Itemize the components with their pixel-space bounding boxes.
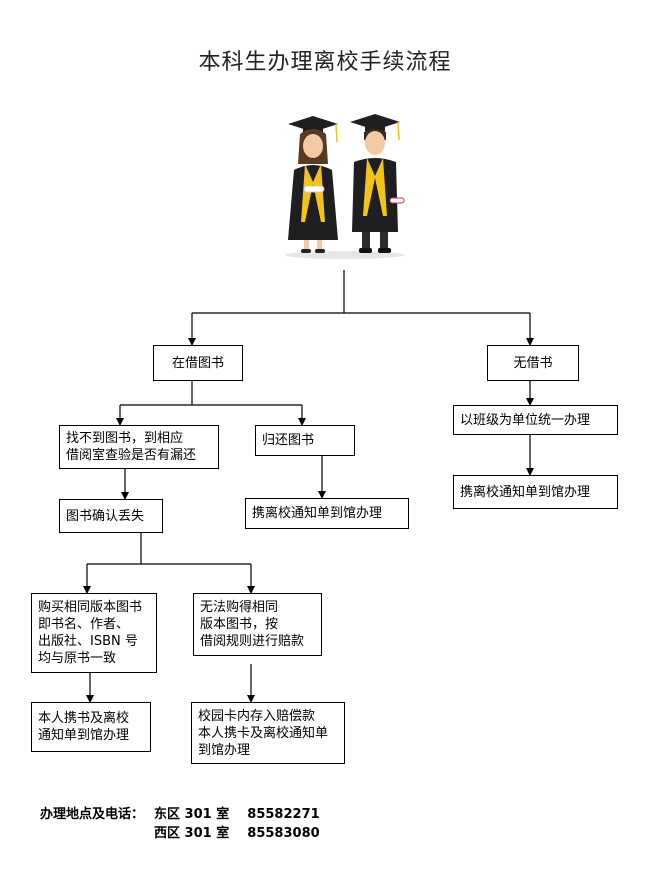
female-graduate-icon xyxy=(288,116,338,253)
footer-west: 西区 301 室 85583080 xyxy=(154,826,320,841)
node-bring-notice-b: 携离校通知单到馆办理 xyxy=(453,475,618,509)
node-no-books: 无借书 xyxy=(487,345,579,381)
graduates-illustration xyxy=(285,114,405,259)
page-title: 本科生办理离校手续流程 xyxy=(198,50,452,75)
node-confirm-lost: 图书确认丢失 xyxy=(59,499,163,533)
ground-shadow xyxy=(285,251,405,259)
node-bring-notice-a: 携离校通知单到馆办理 xyxy=(245,498,409,529)
node-card-deposit: 校园卡内存入赔偿款 本人携卡及离校通知单 到馆办理 xyxy=(191,702,345,764)
node-not-found: 找不到图书，到相应 借阅室查验是否有漏还 xyxy=(59,425,219,469)
footer-label: 办理地点及电话： xyxy=(40,807,145,822)
node-bring-book-notice: 本人携书及离校 通知单到馆办理 xyxy=(31,702,151,752)
node-class-unit: 以班级为单位统一办理 xyxy=(453,405,618,435)
male-graduate-icon xyxy=(350,114,405,253)
footer-east: 东区 301 室 85582271 xyxy=(154,807,320,822)
node-has-books: 在借图书 xyxy=(153,345,243,381)
node-return-books: 归还图书 xyxy=(255,425,355,456)
node-buy-same: 购买相同版本图书 即书名、作者、 出版社、ISBN 号 均与原书一致 xyxy=(31,593,157,673)
node-cannot-buy: 无法购得相同 版本图书，按 借阅规则进行赔款 xyxy=(193,593,322,656)
